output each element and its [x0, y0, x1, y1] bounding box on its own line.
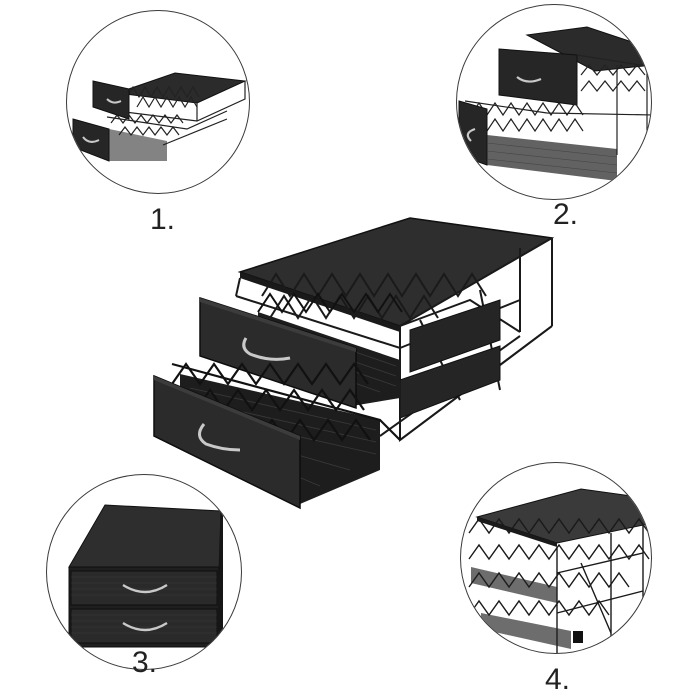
step-3-upper-handle-icon — [122, 583, 168, 594]
step-3-label: 3. — [132, 646, 158, 679]
step-1-label: 1. — [150, 203, 176, 236]
step-2-product-photo — [458, 26, 651, 181]
step-2-circle — [456, 4, 652, 200]
step-3-circle — [46, 474, 242, 670]
lower-drawer-handle-icon — [198, 423, 241, 452]
step-3-lower-handle-icon — [122, 621, 168, 632]
step-2-label: 2. — [553, 198, 579, 231]
step-3-product-photo — [68, 504, 223, 648]
step-1-circle — [66, 10, 250, 194]
step-1-product-photo — [72, 72, 247, 162]
step-4-product-photo — [468, 488, 651, 653]
upper-drawer-handle-icon — [242, 337, 291, 361]
drawer-handle-icon — [106, 98, 122, 104]
step-4-label: 4. — [545, 663, 571, 696]
step-4-circle — [460, 462, 652, 654]
